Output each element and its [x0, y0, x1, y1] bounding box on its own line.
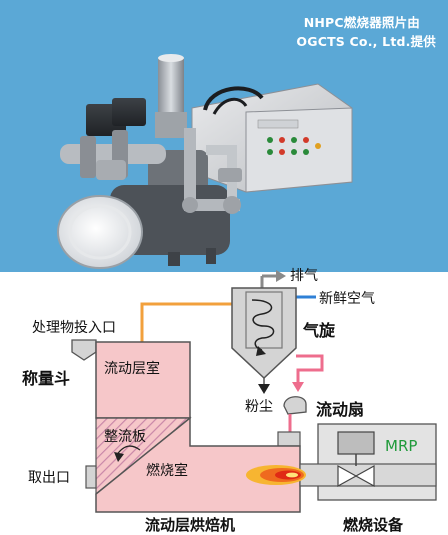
feed-inlet-label: 处理物投入口 — [32, 320, 116, 336]
fluid-chamber-label: 流动层室 — [104, 361, 160, 377]
discharge-outlet-label: 取出口 — [28, 470, 70, 486]
dust-arrowhead — [258, 384, 270, 394]
fresh-air-label: 新鲜空气 — [319, 291, 375, 307]
fan-nozzle — [277, 431, 301, 447]
combustion-equipment-box — [317, 423, 437, 501]
photo-credit-line2: OGCTS Co., Ltd.提供 — [296, 34, 436, 49]
fan-label: 流动扇 — [316, 400, 365, 419]
dust-label: 粉尘 — [245, 399, 273, 415]
dryer-title: 流动层烘焙机 — [145, 516, 236, 534]
cyclone-swirl — [251, 299, 275, 351]
burner-photo-panel: NHPC燃烧器照片由 OGCTS Co., Ltd.提供 — [0, 0, 448, 272]
combustion-chamber-box — [95, 416, 301, 513]
exhaust-arrowhead — [276, 270, 286, 282]
mrp-actuator — [337, 431, 375, 455]
weigh-hopper-label: 称量斗 — [22, 369, 71, 388]
rectifier-plate-label: 整流板 — [104, 429, 146, 445]
combustion-equipment-title: 燃烧设备 — [343, 516, 404, 534]
discharge-outlet-shape — [85, 465, 97, 489]
weigh-hopper-shape — [71, 339, 97, 361]
combustion-chamber-label: 燃烧室 — [146, 463, 188, 479]
mrp-valve-left — [337, 464, 358, 488]
exhaust-label: 排气 — [290, 268, 318, 284]
mrp-valve-right — [354, 464, 375, 488]
burner-flame — [246, 465, 306, 485]
photo-credit-line1: NHPC燃烧器照片由 — [303, 15, 420, 30]
fluid-chamber-box — [95, 341, 191, 419]
mrp-label: MRP — [385, 437, 418, 455]
control-buttons — [267, 137, 321, 155]
fan-shape — [283, 396, 307, 415]
cyclone-body — [231, 287, 297, 380]
burner-photo — [57, 54, 353, 269]
cyclone-label: 气旋 — [303, 321, 336, 340]
pink-flow-pipe — [296, 354, 324, 384]
